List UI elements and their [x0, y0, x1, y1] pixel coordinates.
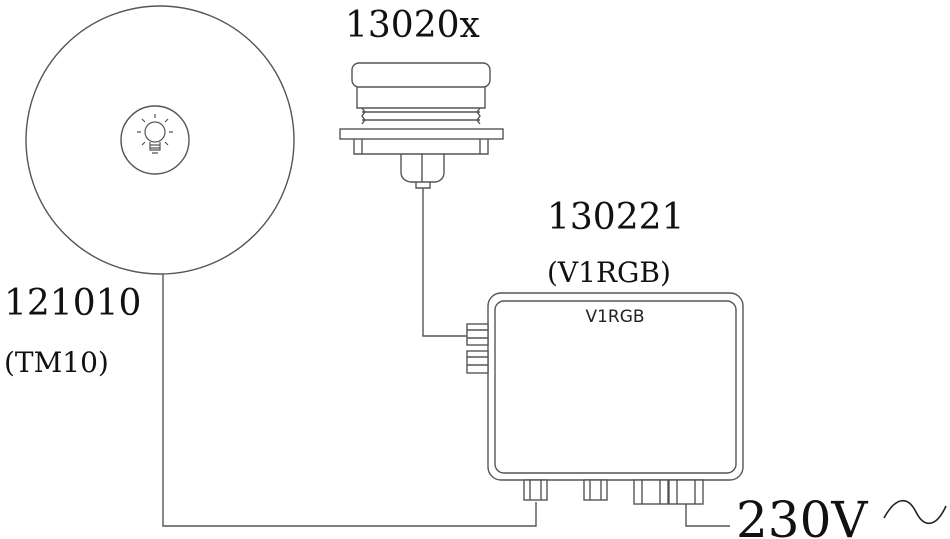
- sensor-device: [339, 62, 504, 189]
- controller-model-label: (V1RGB): [547, 256, 671, 289]
- light-bulb-icon: [137, 114, 173, 154]
- lamp-model-label: (TM10): [4, 346, 109, 379]
- ac-sine-icon: [883, 499, 947, 525]
- lamp-code-label: 121010: [4, 283, 141, 324]
- cable-gland: [466, 323, 704, 505]
- controller-code-label: 130221: [547, 197, 684, 238]
- wire-sensor-to-controller: [422, 188, 467, 337]
- wires: [162, 188, 730, 527]
- junction-box: V1RGB: [466, 292, 744, 505]
- controller-box-text: V1RGB: [585, 307, 644, 327]
- lamp-disc: [25, 5, 295, 275]
- sensor-label: 13020x: [345, 5, 480, 46]
- power-label: 230V: [736, 491, 868, 539]
- wire-power: [685, 502, 730, 527]
- wire-lamp-to-controller: [162, 272, 537, 527]
